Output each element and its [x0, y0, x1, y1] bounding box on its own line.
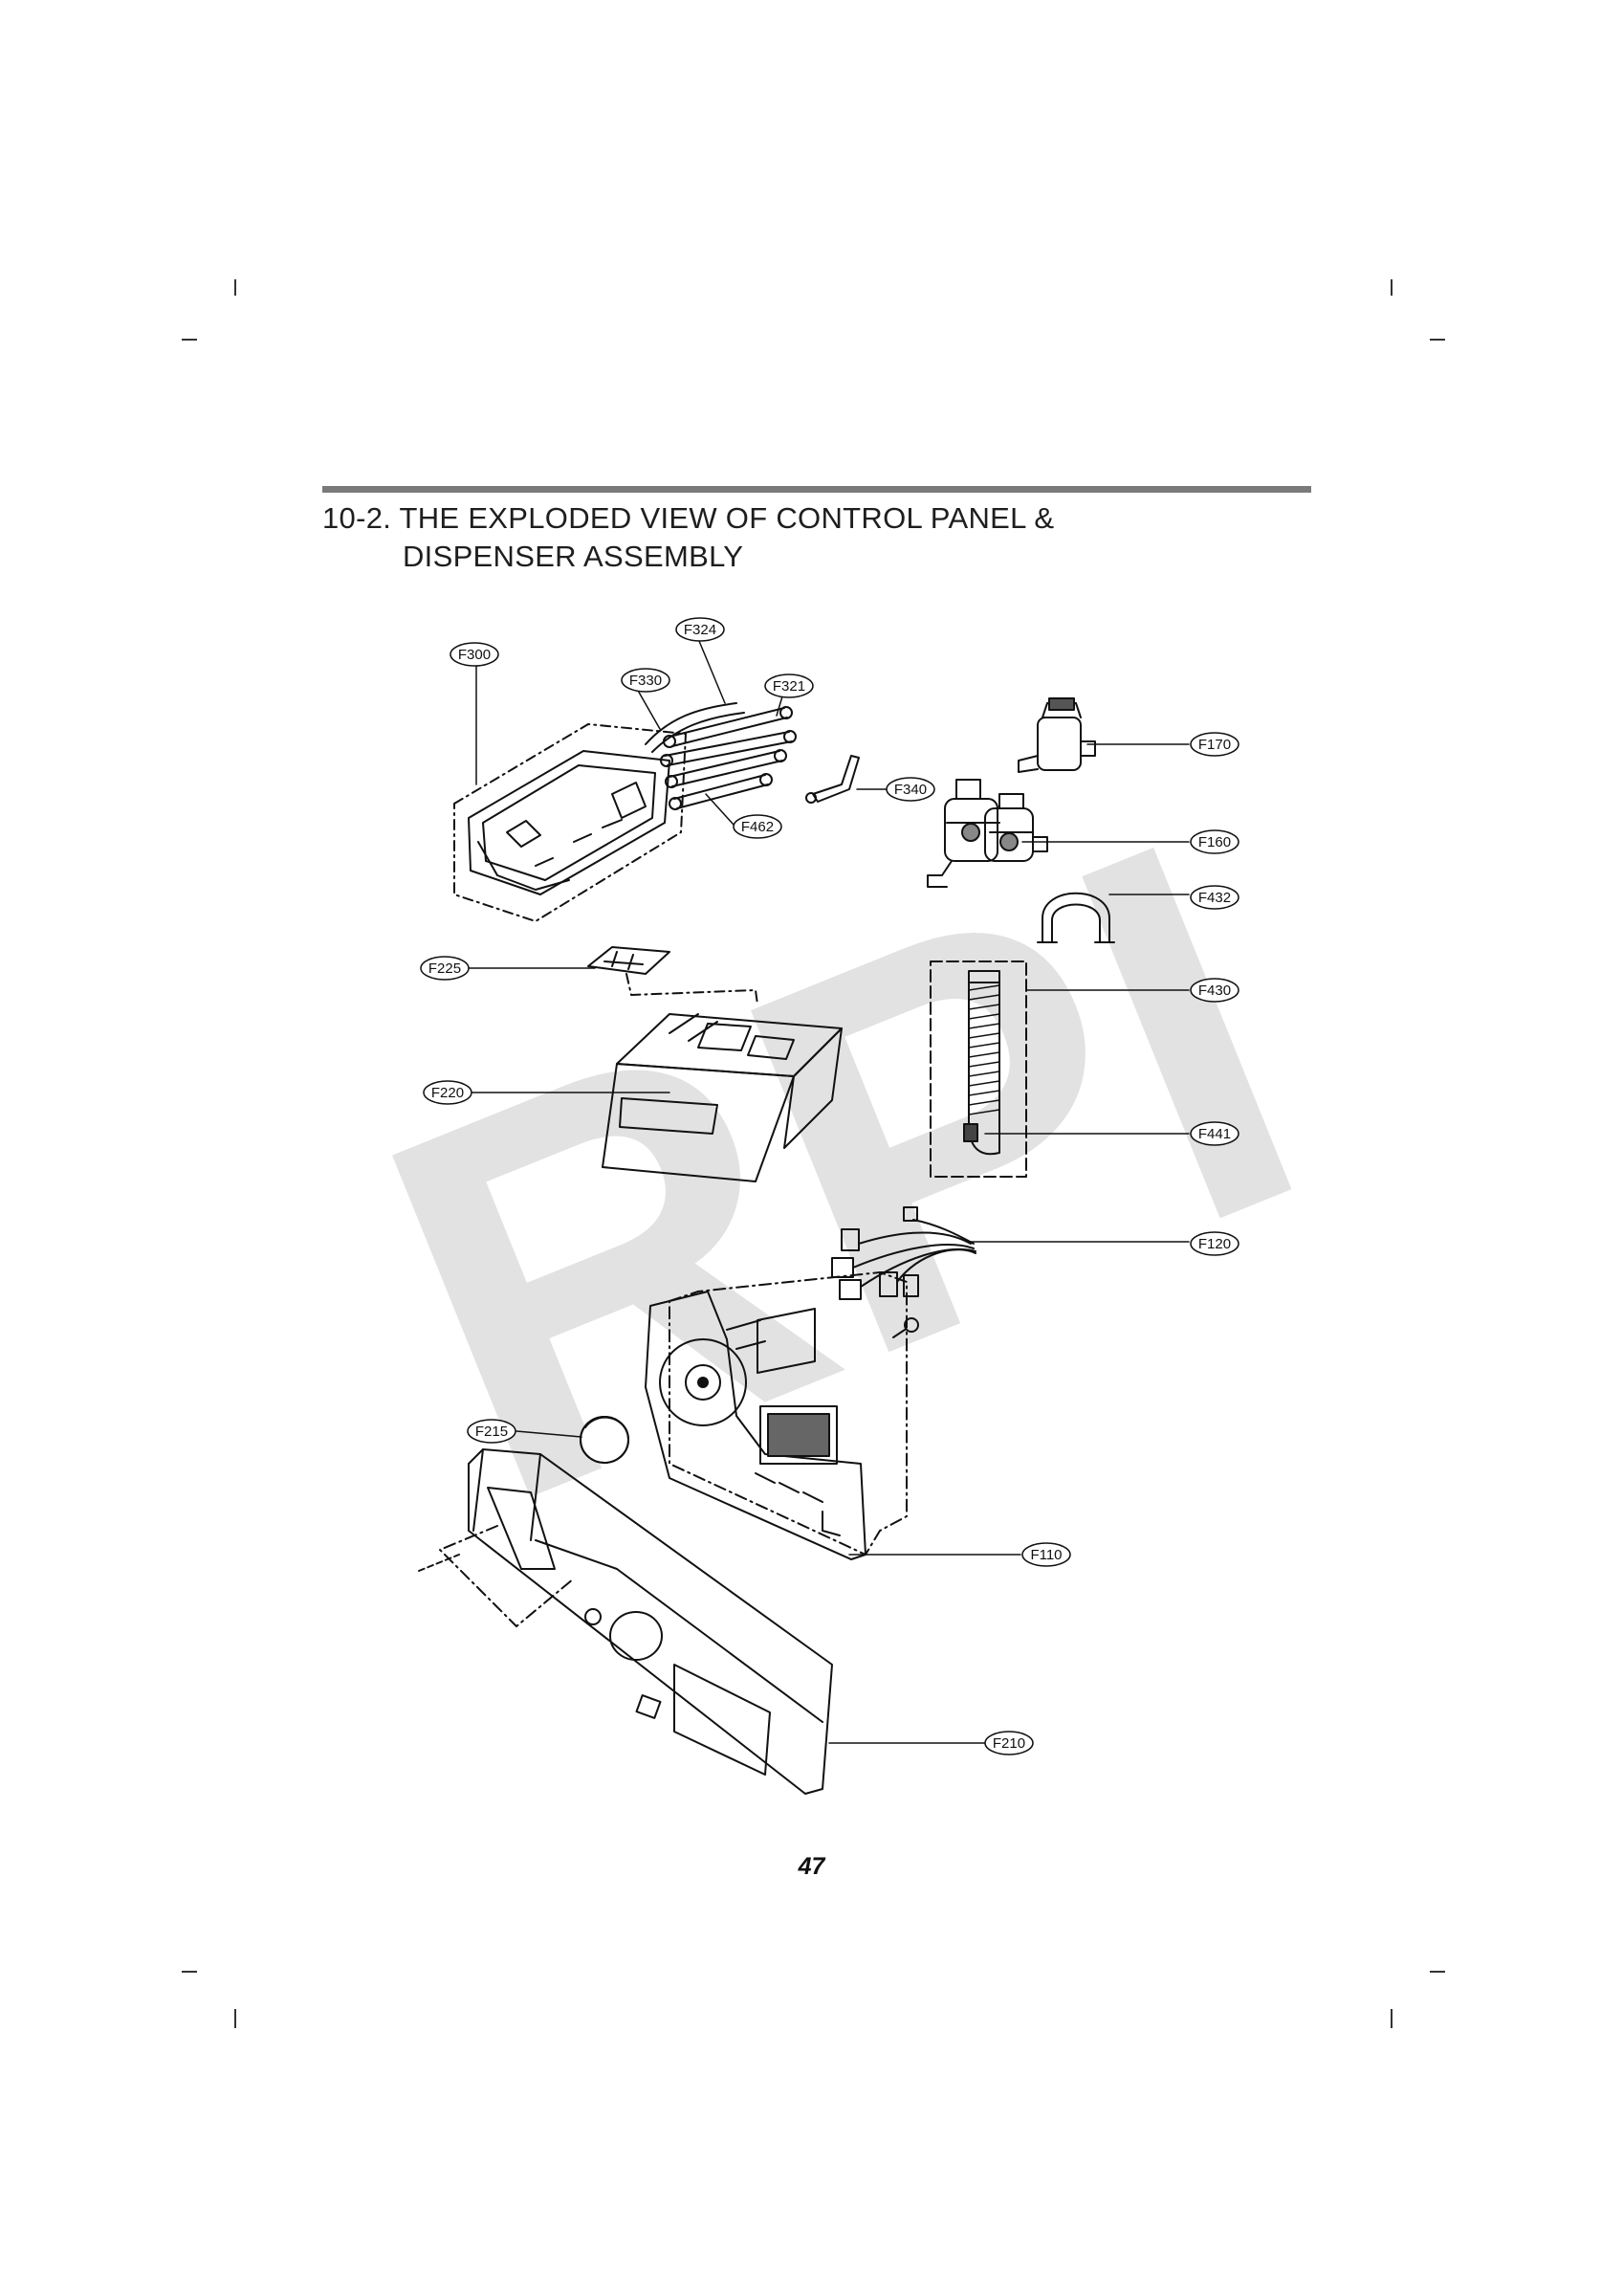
crop-mark [1391, 2009, 1393, 2028]
screw [892, 1317, 919, 1338]
drawer-cover [587, 946, 758, 1005]
drain-hose-assembly [930, 960, 1027, 1178]
page-title-line-2: DISPENSER ASSEMBLY [403, 540, 744, 573]
callout-F432: F432 [1198, 890, 1231, 906]
small-hose [805, 755, 860, 804]
crop-mark [1391, 279, 1393, 296]
callout-F210: F210 [993, 1735, 1025, 1752]
page-number: 47 [798, 1853, 825, 1880]
callout-F225: F225 [428, 960, 461, 977]
crop-mark [234, 2009, 236, 2028]
callout-F170: F170 [1198, 737, 1231, 753]
dispenser-drawer [602, 1013, 843, 1182]
callout-F220: F220 [431, 1085, 464, 1101]
crop-mark [182, 339, 197, 341]
crop-mark [234, 279, 236, 296]
callout-F110: F110 [1030, 1547, 1062, 1563]
crop-mark [1430, 1971, 1445, 1973]
front-control-panel [418, 1448, 833, 1795]
wiring-harness [831, 1206, 976, 1300]
dispenser-hoses [645, 702, 797, 810]
dispenser-housing [453, 723, 687, 922]
callout-F160: F160 [1198, 834, 1231, 850]
callout-F340: F340 [894, 782, 927, 798]
control-pcb-frame [645, 1271, 908, 1560]
double-inlet-valve [927, 779, 1048, 888]
program-knob [580, 1416, 629, 1464]
page-title-line-1: 10-2. THE EXPLODED VIEW OF CONTROL PANEL… [322, 501, 1055, 535]
callout-F462: F462 [741, 819, 774, 835]
callout-F430: F430 [1198, 982, 1231, 999]
hose-clamp [1037, 892, 1115, 943]
crop-mark [1430, 339, 1445, 341]
single-inlet-valve [1018, 697, 1096, 773]
callout-F300: F300 [458, 647, 491, 663]
leader-lines [468, 640, 1190, 1744]
header-rule [322, 486, 1311, 493]
callout-F120: F120 [1198, 1236, 1231, 1252]
crop-mark [182, 1971, 197, 1973]
callout-F324: F324 [684, 622, 716, 638]
callout-F321: F321 [773, 678, 805, 695]
callout-F441: F441 [1198, 1126, 1231, 1142]
callout-F330: F330 [629, 673, 662, 689]
page-title: 10-2. THE EXPLODED VIEW OF CONTROL PANEL… [322, 499, 1054, 576]
callout-F215: F215 [475, 1424, 508, 1440]
